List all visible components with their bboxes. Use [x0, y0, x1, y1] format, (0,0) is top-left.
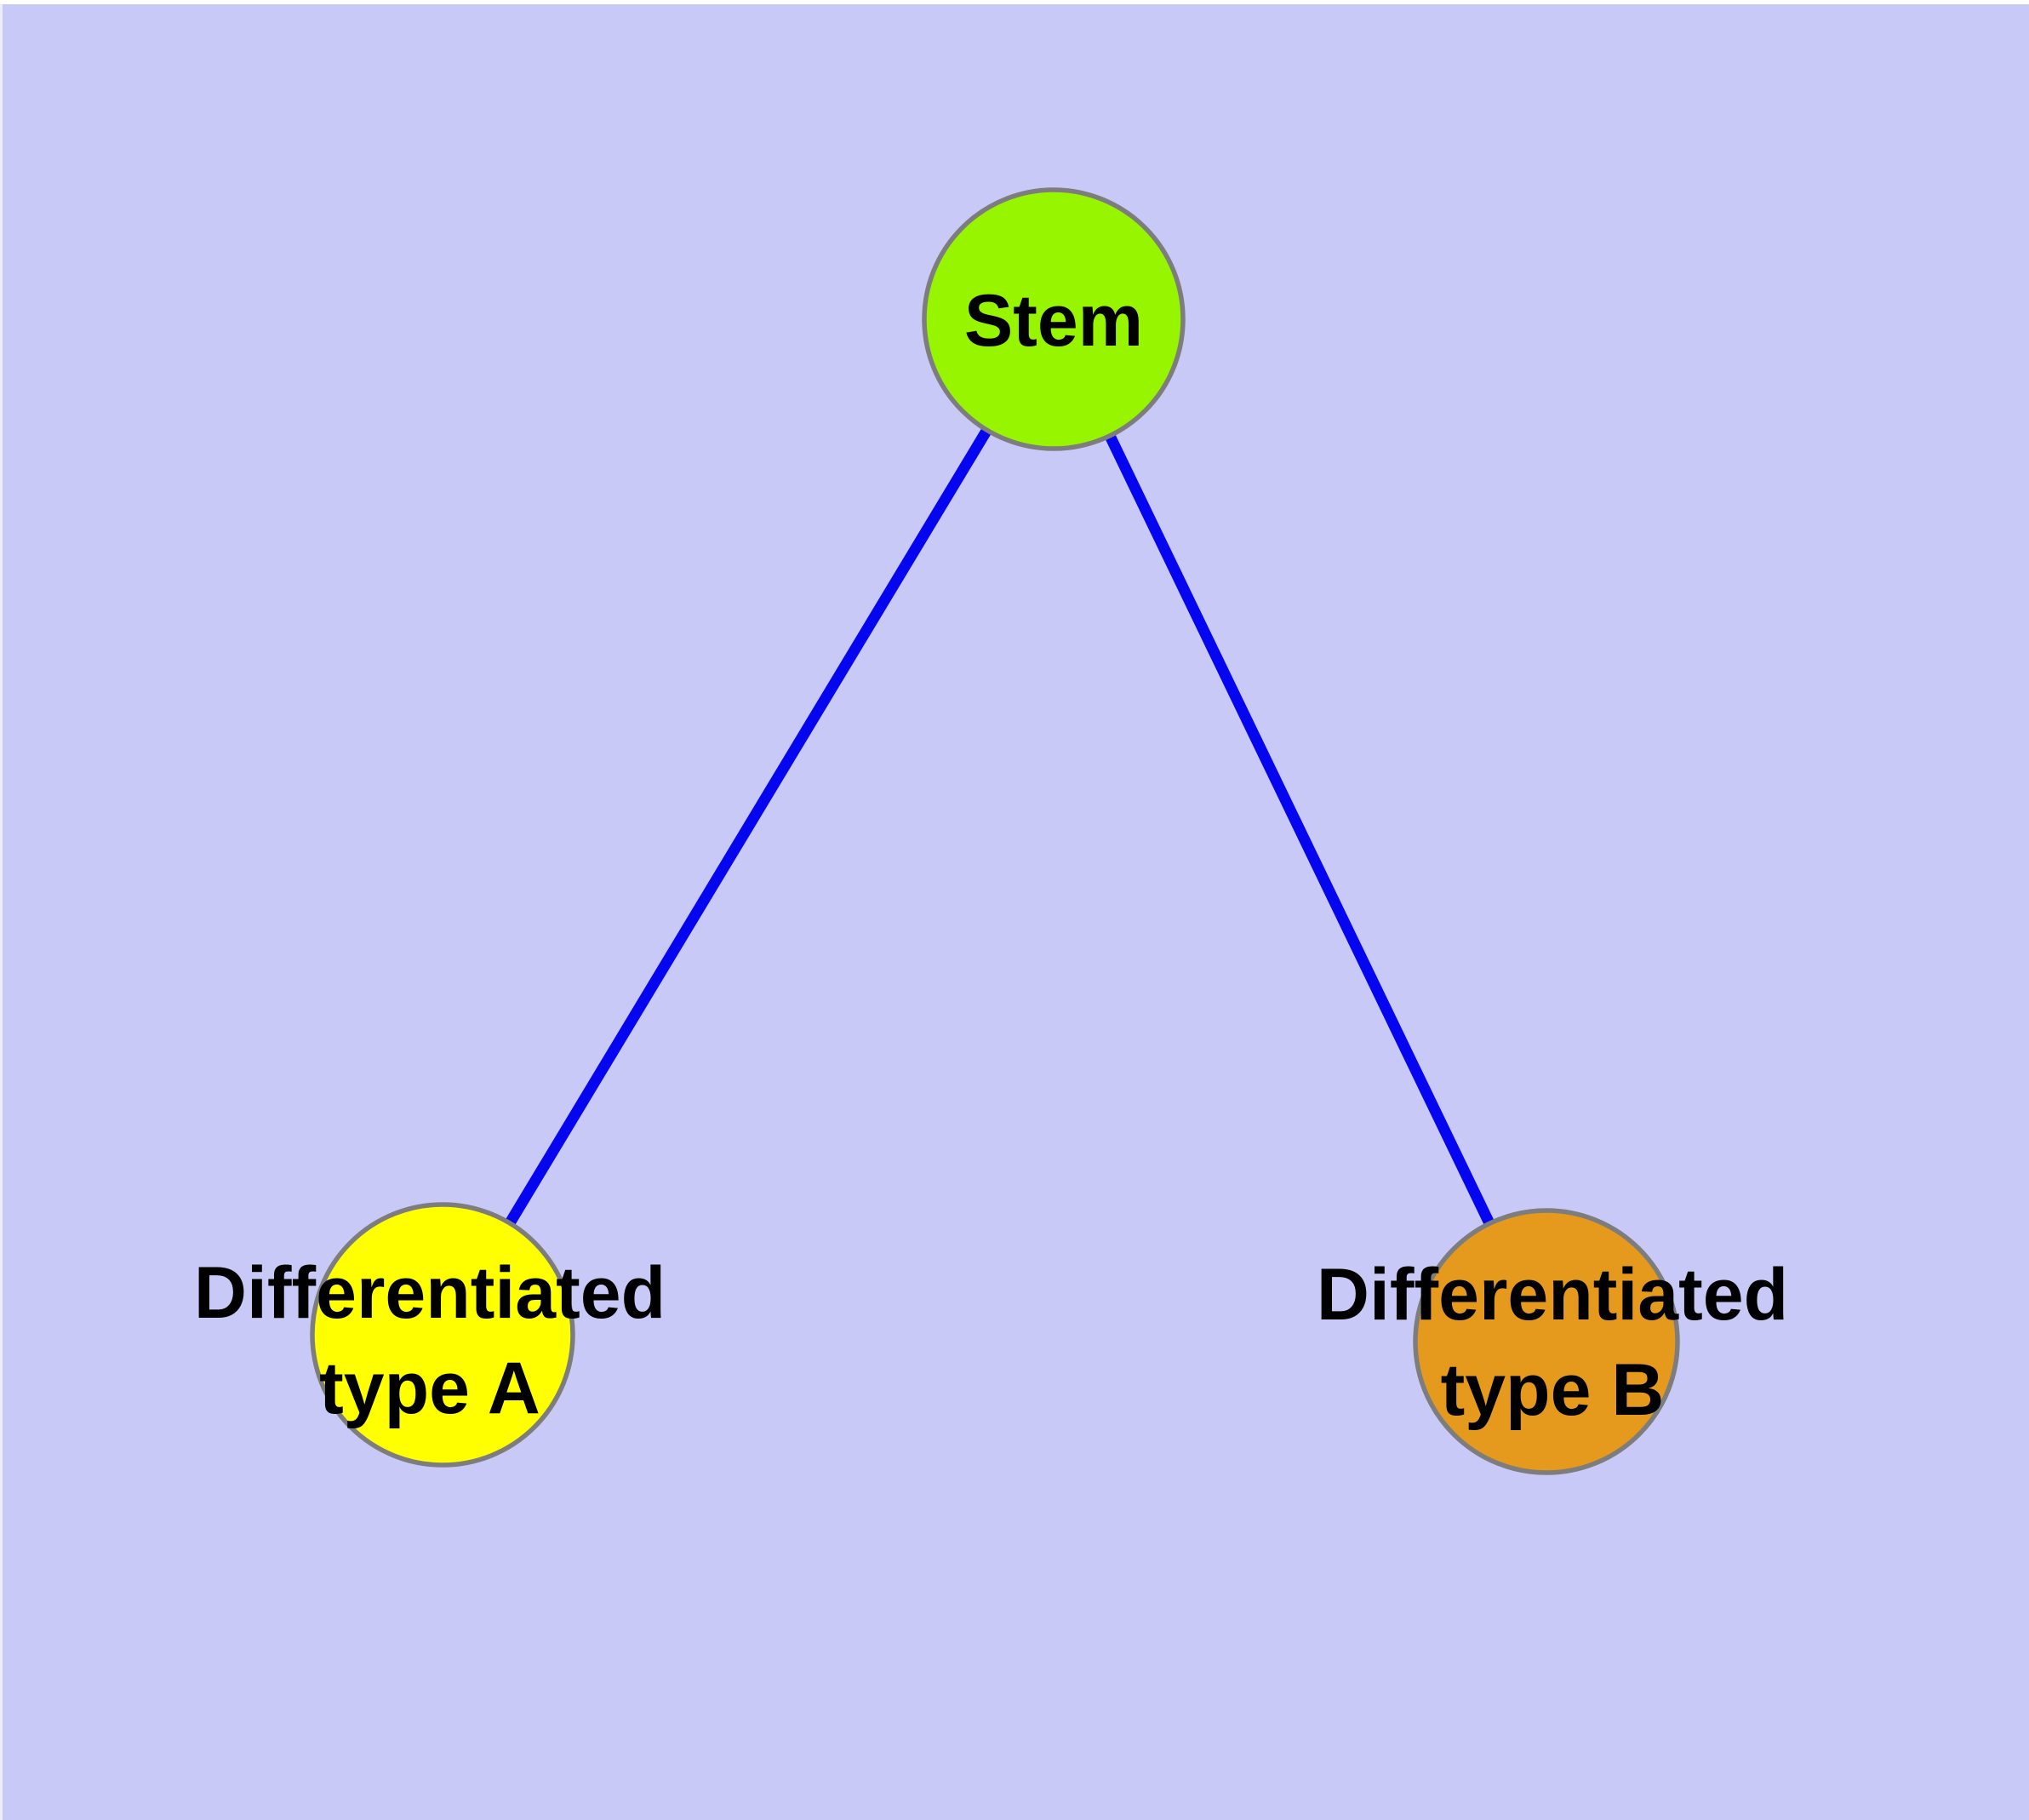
- stem-node-circle[interactable]: [922, 187, 1186, 451]
- edge-stem-to-type-a: [437, 316, 1059, 1338]
- type-b-node-label-line2: type B: [1441, 1349, 1665, 1431]
- type-a-node-circle[interactable]: [310, 1202, 575, 1468]
- type-b-node-circle[interactable]: [1413, 1208, 1680, 1475]
- stem-node-label: Stem: [964, 280, 1143, 362]
- type-a-node-label-line2: type A: [319, 1348, 540, 1429]
- page-margin-top: [0, 0, 2029, 4]
- type-a-node-label-line1: Differentiated: [194, 1252, 666, 1334]
- type-b-node-label-line1: Differentiated: [1317, 1254, 1788, 1336]
- edge-stem-to-type-b: [1049, 317, 1552, 1344]
- page-margin-left: [0, 0, 3, 1820]
